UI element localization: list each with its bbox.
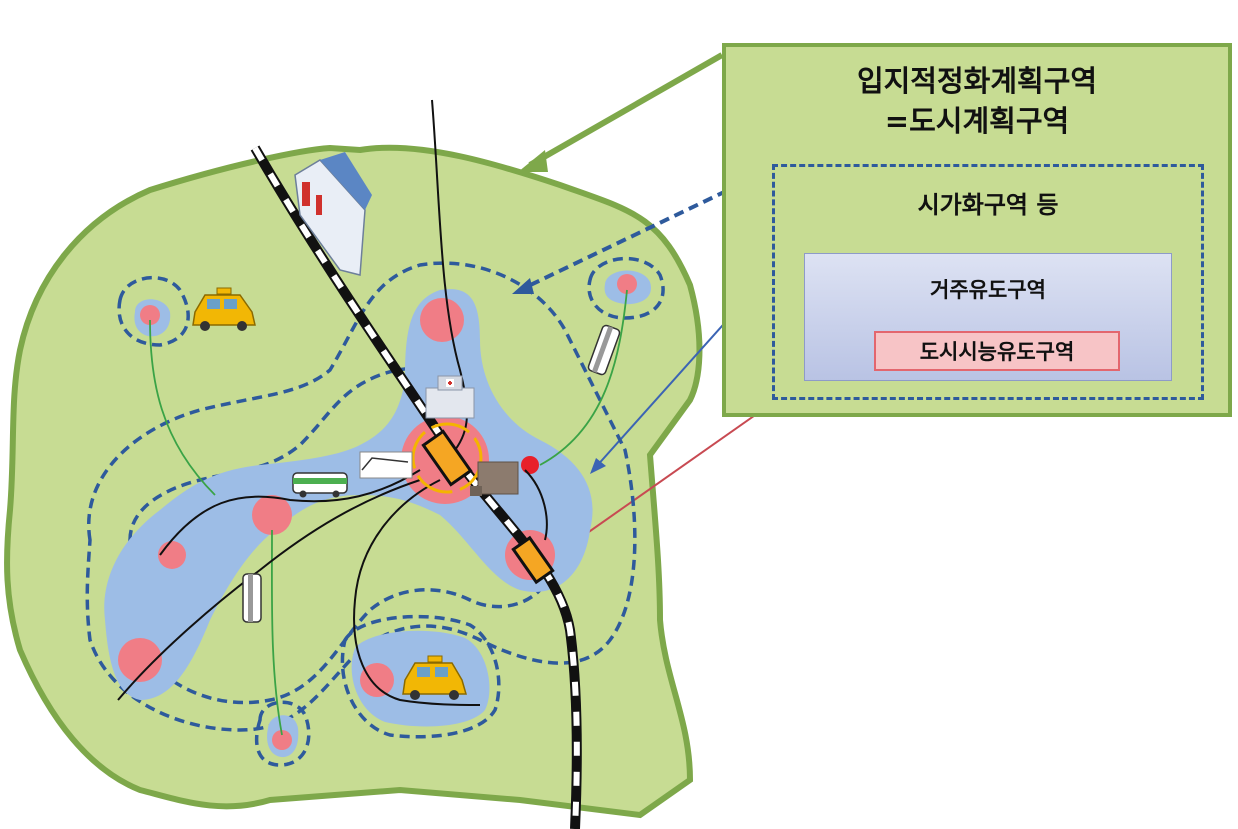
planning-area-legend: 입지적정화계획구역 =도시계획구역 시가화구역 등 거주유도구역 도시시능유도구… [722, 43, 1232, 417]
urban-function-spot [360, 663, 394, 697]
building-icon [294, 152, 372, 276]
taxi-icon [402, 655, 467, 700]
urbanization-boundary-main [85, 261, 637, 732]
taxi-icon [192, 287, 256, 331]
residential-zone-label: 거주유도구역 [930, 278, 1046, 302]
bus-route [159, 469, 421, 556]
residential-arrowhead [590, 458, 606, 474]
bus-route [353, 479, 481, 706]
urbanization-boundary-taxi-s [340, 614, 501, 739]
station-icon [359, 451, 413, 479]
planning-arrowhead [518, 150, 548, 172]
train-icon [511, 535, 555, 585]
office-building-icon [470, 461, 519, 496]
urban-function-spot [617, 274, 637, 294]
urban-function-spot [252, 495, 292, 535]
transit-link [539, 289, 628, 466]
legend-title-line2: =도시계획구역 [884, 104, 1070, 138]
urbanization-boundary-sw [254, 700, 311, 767]
bus-icon [292, 472, 348, 498]
urban-function-spot [158, 541, 186, 569]
urbanization-boundary-ne [587, 256, 665, 320]
urban-function-zone-label: 도시시능유도구역 [874, 331, 1120, 371]
bus-route [524, 469, 548, 541]
transit-link [149, 319, 216, 496]
urbanization-zone-label: 시가화구역 등 [917, 191, 1059, 219]
bus-route [431, 99, 468, 451]
legend-title: 입지적정화계획구역 =도시계획구역 [726, 61, 1228, 141]
urban-function-spot [118, 638, 162, 682]
urban-function-spot [272, 730, 292, 750]
bus-route [117, 479, 421, 701]
transit-link [270, 529, 283, 736]
urbanization-boundary-taxi-nw [117, 275, 190, 347]
train-line-ties [252, 146, 580, 829]
station-ring [411, 422, 483, 494]
urban-function-spot [420, 298, 464, 342]
residential-zone-legend: 거주유도구역 도시시능유도구역 [804, 253, 1172, 381]
urbanization-pointer [519, 168, 771, 292]
train-icon [421, 429, 473, 487]
urban-function-spot [140, 305, 160, 325]
bus-icon [242, 573, 262, 623]
hospital-icon [425, 375, 475, 419]
planning-pointer [528, 52, 724, 168]
bus-stop-marker [521, 456, 539, 474]
bus-icon [587, 324, 621, 376]
legend-title-line1: 입지적정화계획구역 [856, 64, 1098, 98]
urbanization-zone-legend: 시가화구역 등 거주유도구역 도시시능유도구역 [772, 164, 1204, 400]
